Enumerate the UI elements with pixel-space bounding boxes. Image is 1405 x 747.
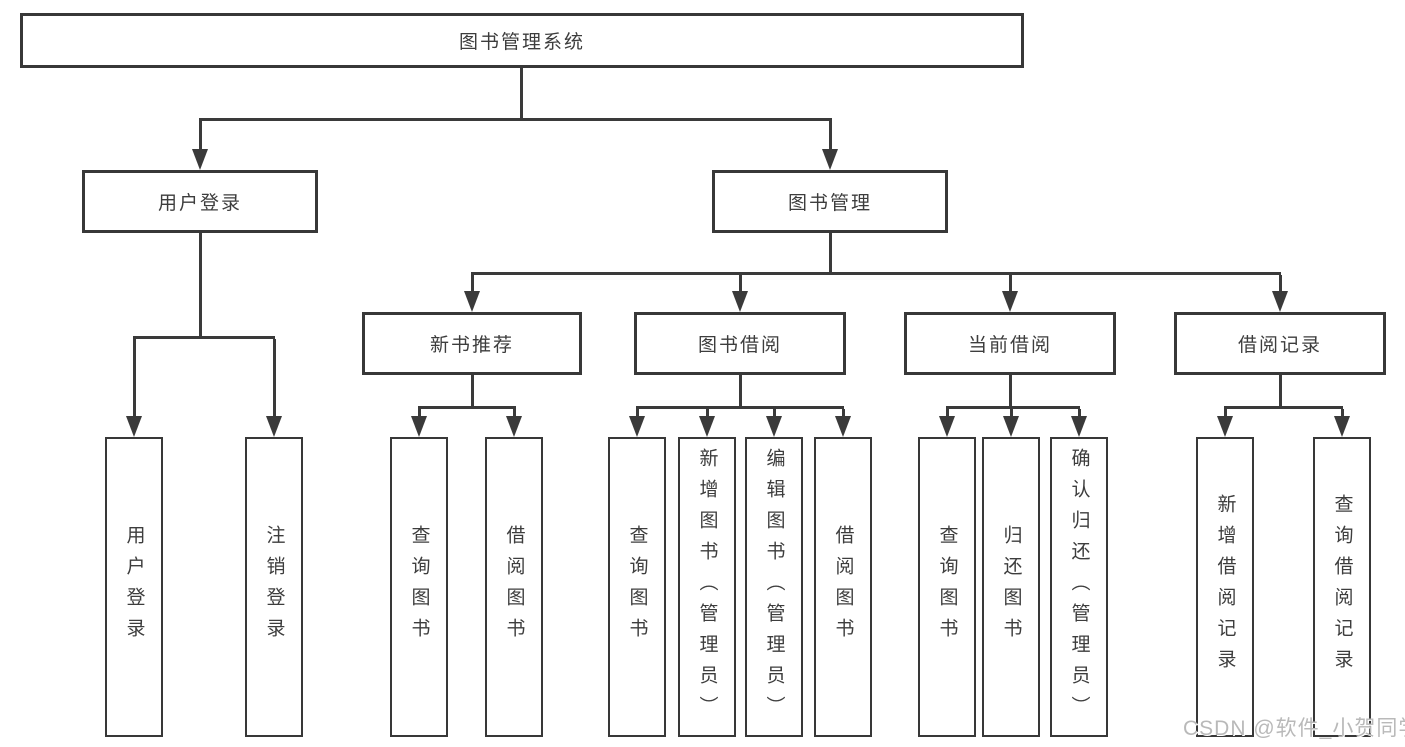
- connector-line: [636, 409, 639, 417]
- connector-line: [1078, 409, 1081, 417]
- connector-arrowhead: [192, 149, 208, 170]
- connector-line: [133, 339, 136, 416]
- connector-line: [133, 336, 275, 339]
- leaf-add-borrow-record: 新增借阅记录: [1196, 437, 1254, 737]
- leaf-label: 新增图书（管理员）: [696, 447, 718, 727]
- leaf-label: 新增借阅记录: [1214, 494, 1236, 680]
- connector-arrowhead: [1002, 291, 1018, 312]
- leaf-label: 注销登录: [263, 525, 285, 649]
- connector-line: [739, 275, 742, 292]
- leaf-add-book-admin: 新增图书（管理员）: [678, 437, 736, 737]
- connector-arrowhead: [629, 416, 645, 437]
- connector-line: [946, 406, 1080, 409]
- connector-arrowhead: [1272, 291, 1288, 312]
- leaf-user-login: 用户登录: [105, 437, 163, 737]
- connector-arrowhead: [1003, 416, 1019, 437]
- leaf-label: 编辑图书（管理员）: [763, 447, 785, 727]
- connector-arrowhead: [699, 416, 715, 437]
- node-user-login: 用户登录: [82, 170, 318, 233]
- connector-line: [471, 375, 474, 406]
- node-book-borrow: 图书借阅: [634, 312, 846, 375]
- leaf-query-book-borrow: 查询图书: [608, 437, 666, 737]
- leaf-edit-book-admin: 编辑图书（管理员）: [745, 437, 803, 737]
- connector-arrowhead: [464, 291, 480, 312]
- connector-arrowhead: [1071, 416, 1087, 437]
- connector-line: [1009, 275, 1012, 292]
- connector-line: [1224, 409, 1227, 417]
- connector-arrowhead: [822, 149, 838, 170]
- node-root: 图书管理系统: [20, 13, 1024, 68]
- leaf-query-book-recommend: 查询图书: [390, 437, 448, 737]
- node-borrow-record: 借阅记录: [1174, 312, 1386, 375]
- leaf-label: 查询图书: [936, 525, 958, 649]
- connector-arrowhead: [835, 416, 851, 437]
- leaf-label: 查询借阅记录: [1331, 494, 1353, 680]
- leaf-logout: 注销登录: [245, 437, 303, 737]
- connector-line: [842, 409, 845, 417]
- connector-arrowhead: [766, 416, 782, 437]
- leaf-label: 查询图书: [626, 525, 648, 649]
- node-new-book-recommend: 新书推荐: [362, 312, 582, 375]
- leaf-label: 查询图书: [408, 525, 430, 649]
- leaf-label: 借阅图书: [832, 525, 854, 649]
- connector-arrowhead: [1334, 416, 1350, 437]
- connector-arrowhead: [126, 416, 142, 437]
- leaf-query-book-current: 查询图书: [918, 437, 976, 737]
- leaf-query-borrow-record: 查询借阅记录: [1313, 437, 1371, 737]
- node-current-borrow: 当前借阅: [904, 312, 1116, 375]
- connector-line: [706, 409, 709, 417]
- connector-arrowhead: [411, 416, 427, 437]
- connector-arrowhead: [506, 416, 522, 437]
- connector-line: [1224, 406, 1343, 409]
- connector-line: [199, 233, 202, 336]
- connector-line: [273, 339, 276, 416]
- connector-line: [471, 275, 474, 292]
- connector-line: [1009, 375, 1012, 406]
- connector-line: [418, 406, 516, 409]
- leaf-confirm-return-admin: 确认归还（管理员）: [1050, 437, 1108, 737]
- leaf-return-book: 归还图书: [982, 437, 1040, 737]
- connector-arrowhead: [732, 291, 748, 312]
- connector-line: [1279, 275, 1282, 292]
- connector-line: [199, 121, 202, 151]
- leaf-label: 确认归还（管理员）: [1068, 447, 1090, 727]
- connector-line: [520, 68, 523, 118]
- connector-line: [418, 409, 421, 417]
- connector-line: [1010, 409, 1013, 417]
- leaf-label: 借阅图书: [503, 525, 525, 649]
- connector-line: [199, 118, 832, 121]
- connector-line: [773, 409, 776, 417]
- connector-line: [1279, 375, 1282, 406]
- connector-line: [471, 272, 1281, 275]
- node-book-management: 图书管理: [712, 170, 948, 233]
- leaf-label: 归还图书: [1000, 525, 1022, 649]
- leaf-label: 用户登录: [123, 525, 145, 649]
- leaf-borrow-book: 借阅图书: [814, 437, 872, 737]
- connector-arrowhead: [266, 416, 282, 437]
- leaf-borrow-book-recommend: 借阅图书: [485, 437, 543, 737]
- connector-line: [829, 233, 832, 272]
- connector-arrowhead: [939, 416, 955, 437]
- connector-arrowhead: [1217, 416, 1233, 437]
- watermark: CSDN @软件_小贺同学: [1183, 717, 1405, 740]
- connector-line: [513, 409, 516, 417]
- connector-line: [1341, 409, 1344, 417]
- connector-line: [946, 409, 949, 417]
- connector-line: [636, 406, 844, 409]
- connector-line: [829, 121, 832, 151]
- connector-line: [739, 375, 742, 406]
